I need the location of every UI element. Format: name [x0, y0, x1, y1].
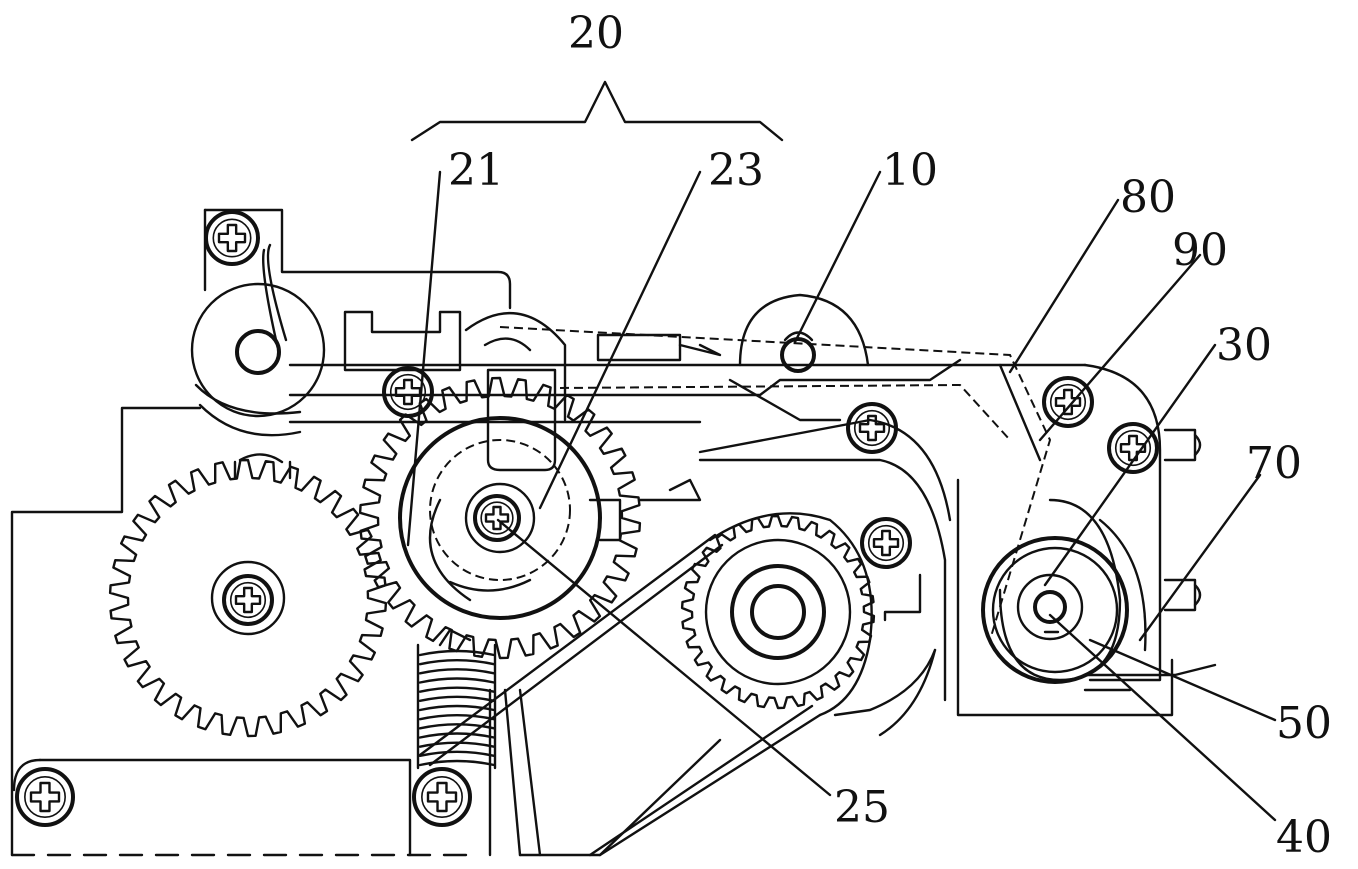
screw-belt [862, 519, 910, 567]
screw-bottom-left [17, 769, 73, 825]
label-40: 40 [1276, 812, 1332, 863]
bracket-20 [412, 82, 782, 140]
screws [17, 212, 1157, 825]
leader-21 [408, 172, 440, 545]
label-23: 23 [708, 145, 764, 196]
middle-gear [360, 378, 640, 658]
label-20: 20 [568, 8, 624, 59]
screw-90 [1044, 378, 1092, 426]
screw-30 [1109, 424, 1157, 472]
leader-23 [540, 172, 700, 508]
label-30: 30 [1216, 320, 1272, 371]
label-90: 90 [1172, 225, 1228, 276]
label-80: 80 [1120, 172, 1176, 223]
label-50: 50 [1276, 698, 1332, 749]
screw-left-gear [224, 576, 272, 624]
leader-80 [1010, 200, 1118, 372]
roller-10 [740, 295, 868, 371]
right-pulley [958, 430, 1215, 715]
label-70: 70 [1246, 438, 1302, 489]
labels: 20 21 23 10 80 90 30 70 50 40 25 [448, 8, 1332, 863]
left-gear [110, 454, 386, 736]
screw-top-left [206, 212, 258, 264]
leader-10 [795, 172, 880, 342]
label-25: 25 [834, 782, 890, 833]
screw-rail-left [384, 368, 432, 416]
leader-70 [1140, 475, 1260, 640]
leader-40 [1050, 615, 1275, 820]
screw-rail-mid [848, 404, 896, 452]
leader-90 [1040, 255, 1200, 440]
label-10: 10 [882, 145, 938, 196]
label-21: 21 [448, 145, 504, 196]
screw-bottom-mid [414, 769, 470, 825]
